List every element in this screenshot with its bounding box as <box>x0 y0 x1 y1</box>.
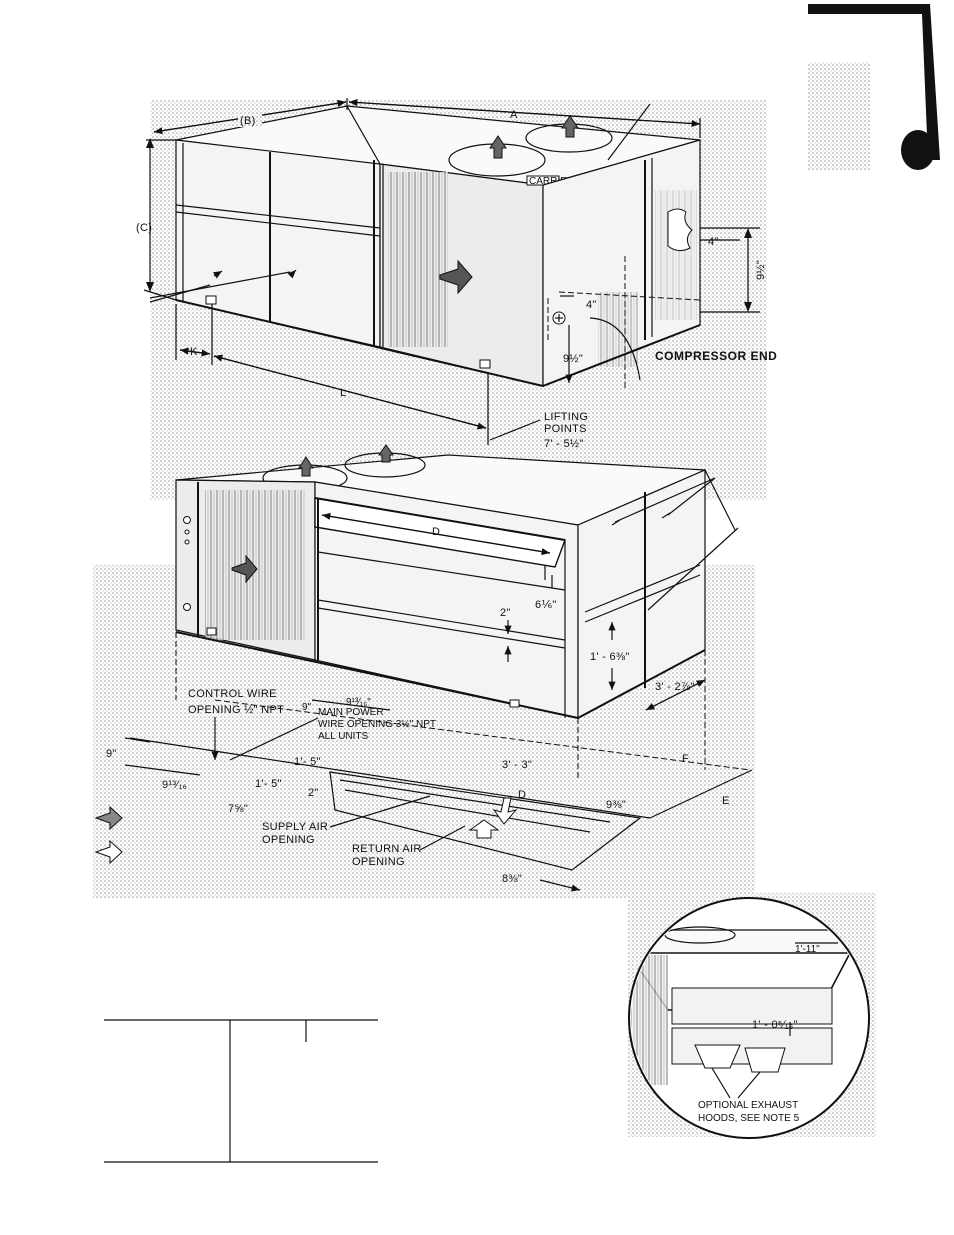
dim-9-left: 9" <box>106 748 117 760</box>
dim-e: E <box>722 795 730 807</box>
dim-9-top: 9" <box>302 702 312 713</box>
dim-9-half-inner: 9½" <box>563 353 583 365</box>
dim-8-3-8: 8⅜" <box>502 873 522 885</box>
dim-7-5-8: 7⅝" <box>228 803 248 815</box>
dim-c-label: (C) <box>136 222 152 234</box>
dim-9-13-16-top: 9¹³⁄₁₆" <box>346 697 371 708</box>
page-tab-mark <box>808 4 940 170</box>
main-power-line3: ALL UNITS <box>318 731 369 742</box>
inset-dim-1-11: 1'-11" <box>795 944 820 955</box>
dim-l-label: L <box>340 387 346 399</box>
inset-note-line2: HOODS, SEE NOTE 5 <box>698 1113 800 1124</box>
dim-d-bottom: D <box>518 789 526 801</box>
supply-air-line2: OPENING <box>262 834 315 846</box>
dim-f: F <box>682 753 689 765</box>
dim-k-label: K <box>190 346 198 358</box>
compressor-end-label: COMPRESSOR END <box>655 349 777 363</box>
main-power-line2: WIRE OPENING 3½" NPT <box>318 719 436 730</box>
dim-1-5-a: 1'- 5" <box>294 756 321 768</box>
return-air-line2: OPENING <box>352 856 405 868</box>
lifting-points-line1: LIFTING <box>544 411 588 423</box>
lifting-points-line2: POINTS <box>544 423 587 435</box>
inset-detail: 1'-11" 1' - 0⁵⁄₁₆" OPTIONAL EXHAUST HOOD… <box>628 897 870 1139</box>
dim-9-half-right: 9½" <box>755 260 767 280</box>
dim-d-top: D <box>432 526 440 538</box>
dim-1-6-3-8: 1' - 6⅜" <box>590 651 630 663</box>
dim-2-supply: 2" <box>308 787 319 799</box>
dimension-table <box>104 1019 378 1163</box>
dim-b-label: (B) <box>240 115 256 127</box>
dim-3-3: 3' - 3" <box>502 759 532 771</box>
dim-1-5-b: 1'- 5" <box>255 778 282 790</box>
control-wire-line1: CONTROL WIRE <box>188 688 277 700</box>
upper-unit-view: CARRIER (B) A (C <box>136 98 777 450</box>
dim-3-2-7-8: 3' - 2⅞" <box>655 681 695 693</box>
nameplate-label: CARRIER <box>529 176 574 187</box>
dim-6-sixth: 6⅙" <box>535 599 557 611</box>
dim-9-3-8: 9⅜" <box>606 799 626 811</box>
supply-air-line1: SUPPLY AIR <box>262 821 328 833</box>
main-power-line1: MAIN POWER <box>318 707 384 718</box>
dim-2-front: 2" <box>500 607 511 619</box>
lifting-points-dim: 7' - 5½" <box>544 438 584 450</box>
inset-note-line1: OPTIONAL EXHAUST <box>698 1100 798 1111</box>
dim-a-label: A <box>510 109 518 121</box>
lower-unit-view: D 6⅙" 2" 1' - 6⅜" <box>94 444 753 892</box>
dim-9-13-16-left: 9¹³⁄₁₆ <box>162 779 187 791</box>
return-air-line1: RETURN AIR <box>352 843 422 855</box>
inset-dim-1-0-5-16: 1' - 0⁵⁄₁₆" <box>752 1019 798 1031</box>
dim-4-inner: 4" <box>586 299 597 311</box>
dim-4-right: 4" <box>708 236 719 248</box>
control-wire-line2: OPENING ½" NPT <box>188 704 284 716</box>
